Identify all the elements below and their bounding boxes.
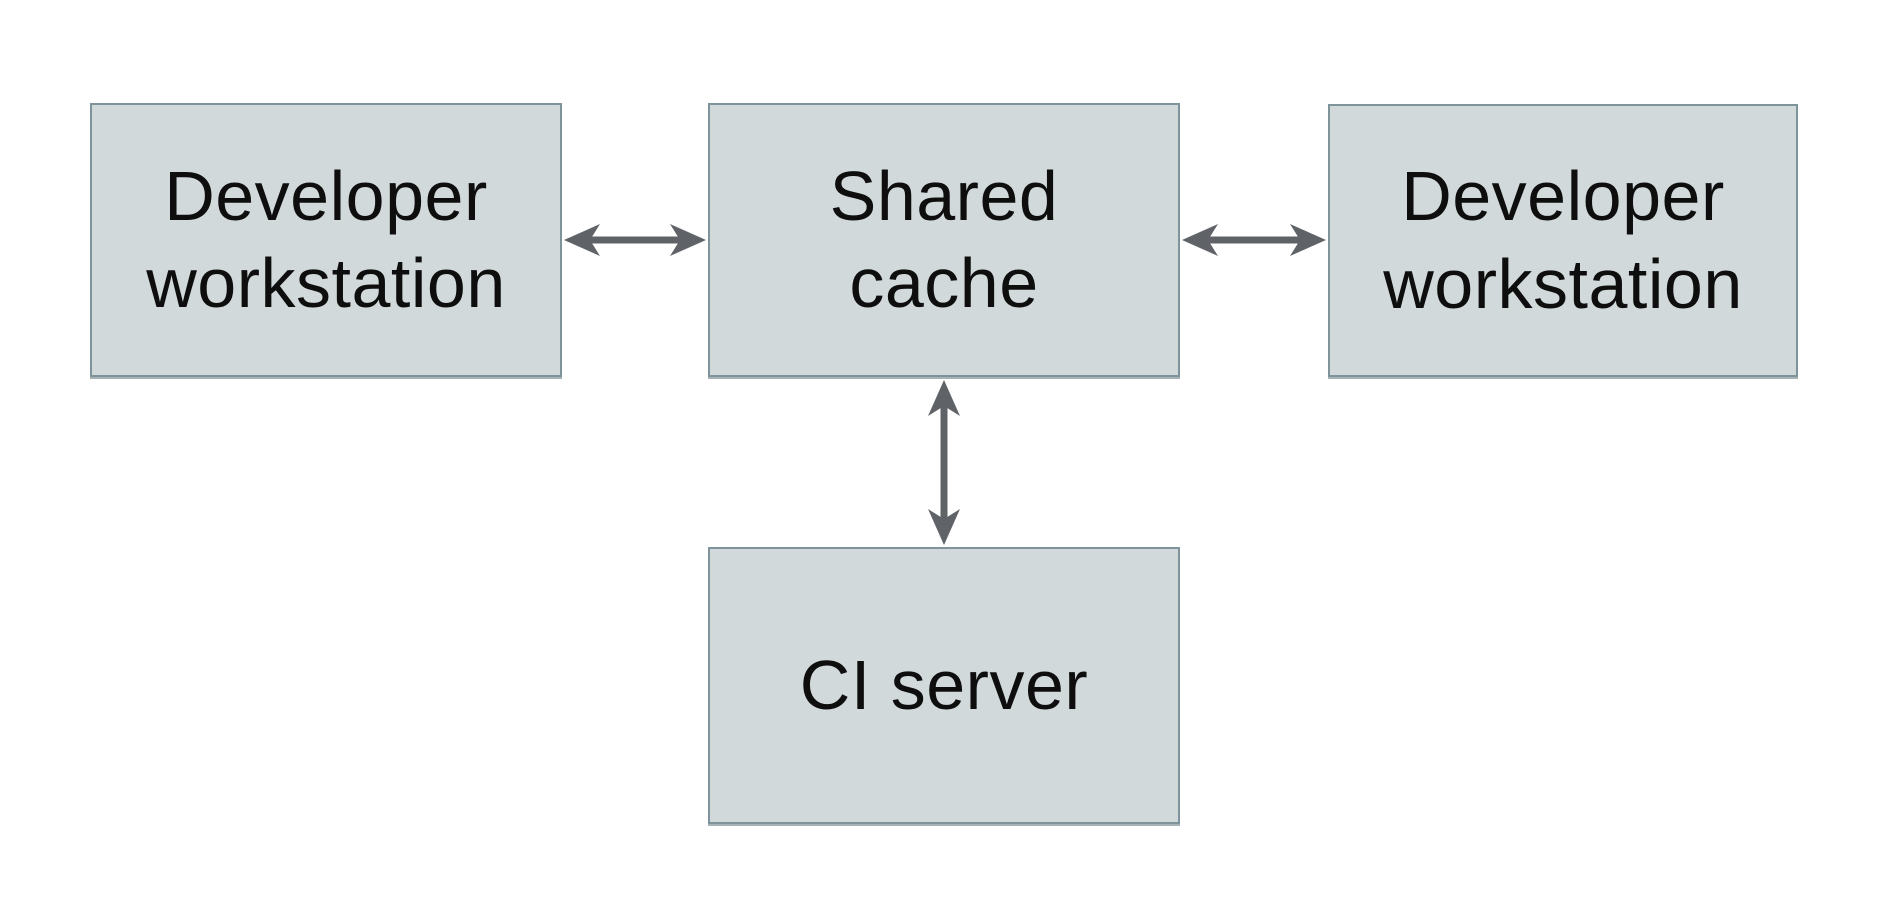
node-ci-server: CI server bbox=[708, 547, 1180, 824]
node-developer-workstation-left: Developer workstation bbox=[90, 103, 562, 377]
bidirectional-arrow-cache-right-icon bbox=[1182, 224, 1326, 256]
node-label: Developer workstation bbox=[1383, 157, 1743, 323]
node-developer-workstation-right: Developer workstation bbox=[1328, 104, 1798, 377]
bidirectional-arrow-left-cache-icon bbox=[564, 224, 706, 256]
node-label: Developer workstation bbox=[146, 156, 506, 323]
bidirectional-arrow-cache-ci-icon bbox=[928, 380, 960, 545]
node-label: CI server bbox=[799, 645, 1089, 724]
node-label: Shared cache bbox=[829, 156, 1059, 323]
node-shared-cache: Shared cache bbox=[708, 103, 1180, 377]
